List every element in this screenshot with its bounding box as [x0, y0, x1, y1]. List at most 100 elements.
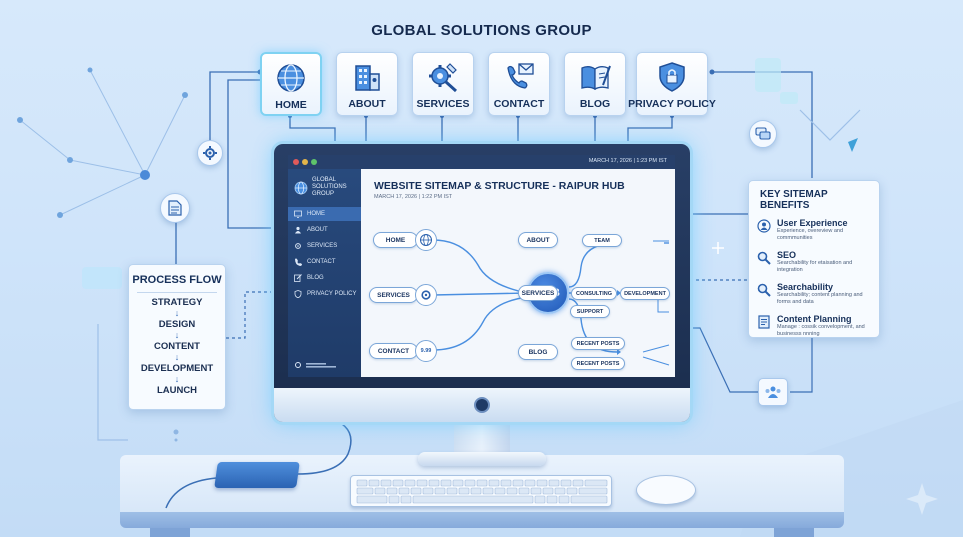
keyboard[interactable]: [350, 475, 612, 507]
sidebar-item-contact[interactable]: CONTACT: [288, 255, 361, 269]
process-flow-panel: PROCESS FLOW STRATEGY ↓ DESIGN ↓ CONTENT…: [128, 264, 226, 410]
node-about[interactable]: ABOUT: [518, 232, 558, 248]
document-bubble[interactable]: [160, 193, 190, 223]
window-minimize-dot[interactable]: [302, 159, 308, 165]
sidebar-item-privacy-policy[interactable]: PRIVACY POLICY: [288, 287, 361, 301]
shield-lock-icon: [659, 62, 685, 92]
search-icon: [757, 251, 771, 265]
notebook-icon: [581, 65, 611, 91]
sitemap-date: MARCH 17, 2026 | 1:22 PM IST: [374, 194, 453, 200]
nav-tile-privacy-policy[interactable]: PRIVACY POLICY: [628, 52, 716, 116]
benefit-desc: Experience, overeview and commmunities: [777, 228, 844, 241]
brand-line: SOLUTIONS: [312, 184, 347, 190]
process-step-strategy: STRATEGY: [151, 297, 203, 308]
process-arrow: ↓: [174, 308, 180, 318]
page-title: GLOBAL SOLUTIONS GROUP: [371, 22, 592, 39]
document-icon: [758, 315, 770, 329]
sidebar-item-label: BLOG: [307, 275, 324, 281]
monitor-stand-base: [418, 452, 546, 466]
monitor-icon: [294, 210, 302, 218]
team-bubble[interactable]: [758, 378, 788, 406]
node-services[interactable]: SERVICES: [369, 287, 418, 303]
sidebar-item-about[interactable]: ABOUT: [288, 223, 361, 237]
sidebar-item-label: HOME: [307, 211, 325, 217]
node-blog[interactable]: BLOG: [518, 344, 558, 360]
node-recent-posts-1[interactable]: RECENT POSTS: [571, 337, 625, 350]
gear-icon: [421, 290, 431, 300]
globe-logo-icon: [294, 181, 308, 194]
chat-icon: [755, 127, 771, 140]
globe-icon: [420, 234, 432, 246]
settings-bubble[interactable]: [197, 140, 223, 166]
chat-bubble[interactable]: [749, 120, 777, 148]
node-contact[interactable]: CONTACT: [369, 343, 418, 359]
nav-label-contact: CONTACT: [493, 98, 545, 110]
nav-tile-contact[interactable]: CONTACT: [488, 52, 550, 116]
node-recent-posts-2[interactable]: RECENT POSTS: [571, 357, 625, 370]
benefit-desc: Searchability; content planning and form…: [777, 292, 863, 305]
phone-mail-icon: [507, 63, 534, 89]
nav-tile-about[interactable]: ABOUT: [336, 52, 398, 116]
process-step-launch: LAUNCH: [156, 385, 198, 396]
gear-icon: [295, 243, 301, 249]
monitor-screen: MARCH 17, 2026 | 1:23 PM IST GLOBAL SOLU…: [288, 155, 675, 377]
sidebar-item-label: CONTACT: [307, 259, 336, 265]
screen-sidebar: GLOBAL SOLUTIONS GROUP HOME ABOUT SERVIC…: [288, 169, 361, 377]
nav-label-home: HOME: [275, 99, 307, 111]
sitemap-content: WEBSITE SITEMAP & STRUCTURE - RAIPUR HUB…: [361, 169, 675, 377]
node-team[interactable]: TEAM: [582, 234, 622, 247]
benefit-desc: Searchability for etaisation and integra…: [777, 260, 853, 273]
window-titlebar: MARCH 17, 2026 | 1:23 PM IST: [288, 155, 675, 169]
sidebar-item-label: ABOUT: [307, 227, 328, 233]
nav-label-privacy-policy: PRIVACY POLICY: [628, 98, 716, 110]
gear-icon: [203, 146, 217, 160]
node-services-right[interactable]: SERVICES: [518, 285, 558, 301]
node-home[interactable]: HOME: [373, 232, 418, 248]
globe-icon: [277, 64, 305, 92]
sitemap-title: WEBSITE SITEMAP & STRUCTURE - RAIPUR HUB: [374, 180, 625, 192]
benefit-title: Content Planning: [777, 314, 852, 324]
search-icon: [757, 283, 771, 297]
benefit-seo: SEO Searchability for etaisation and int…: [757, 250, 871, 274]
desk-leg: [150, 528, 190, 537]
power-button[interactable]: [474, 397, 490, 413]
shield-icon: [294, 290, 302, 298]
window-maximize-dot[interactable]: [311, 159, 317, 165]
sidebar-item-label: SERVICES: [307, 243, 338, 249]
sidebar-item-label: PRIVACY POLICY: [307, 291, 357, 297]
benefits-title: KEY SITEMAP BENEFITS: [760, 189, 828, 211]
process-arrow: ↓: [174, 374, 180, 384]
nav-label-blog: BLOG: [579, 98, 611, 110]
edit-icon: [294, 274, 302, 282]
keyboard-keys: [356, 479, 608, 504]
node-home-icon: [415, 229, 437, 251]
brand-line: GLOBAL: [312, 177, 337, 183]
process-flow-title: PROCESS FLOW: [132, 274, 222, 286]
process-step-content: CONTENT: [154, 341, 200, 352]
phone-icon: [295, 258, 302, 266]
window-close-dot[interactable]: [293, 159, 299, 165]
process-arrow: ↓: [174, 352, 180, 362]
node-services-icon: [415, 284, 437, 306]
node-support[interactable]: SUPPORT: [570, 305, 610, 318]
mouse[interactable]: [636, 475, 696, 505]
nav-tile-home[interactable]: HOME: [260, 52, 322, 116]
benefit-searchability: Searchability Searchability; content pla…: [757, 282, 871, 306]
sidebar-item-blog[interactable]: BLOG: [288, 271, 361, 285]
nav-tile-blog[interactable]: BLOG: [564, 52, 626, 116]
sidebar-item-home[interactable]: HOME: [288, 207, 361, 221]
sidebar-item-services[interactable]: SERVICES: [288, 239, 361, 253]
sidebar-footer-settings[interactable]: [294, 361, 354, 369]
user-icon: [757, 219, 771, 233]
node-development[interactable]: DEVELOPMENT: [620, 287, 670, 300]
desk-edge: [120, 512, 844, 528]
benefit-content-planning: Content Planning Manage : cossik convelo…: [757, 314, 871, 338]
building-icon: [355, 65, 380, 91]
benefit-title: SEO: [777, 250, 797, 260]
nav-label-about: ABOUT: [348, 98, 386, 110]
benefit-title: Searchability: [777, 282, 834, 292]
nav-tile-services[interactable]: SERVICES: [412, 52, 474, 116]
node-consulting[interactable]: CONSULTING: [571, 287, 617, 300]
